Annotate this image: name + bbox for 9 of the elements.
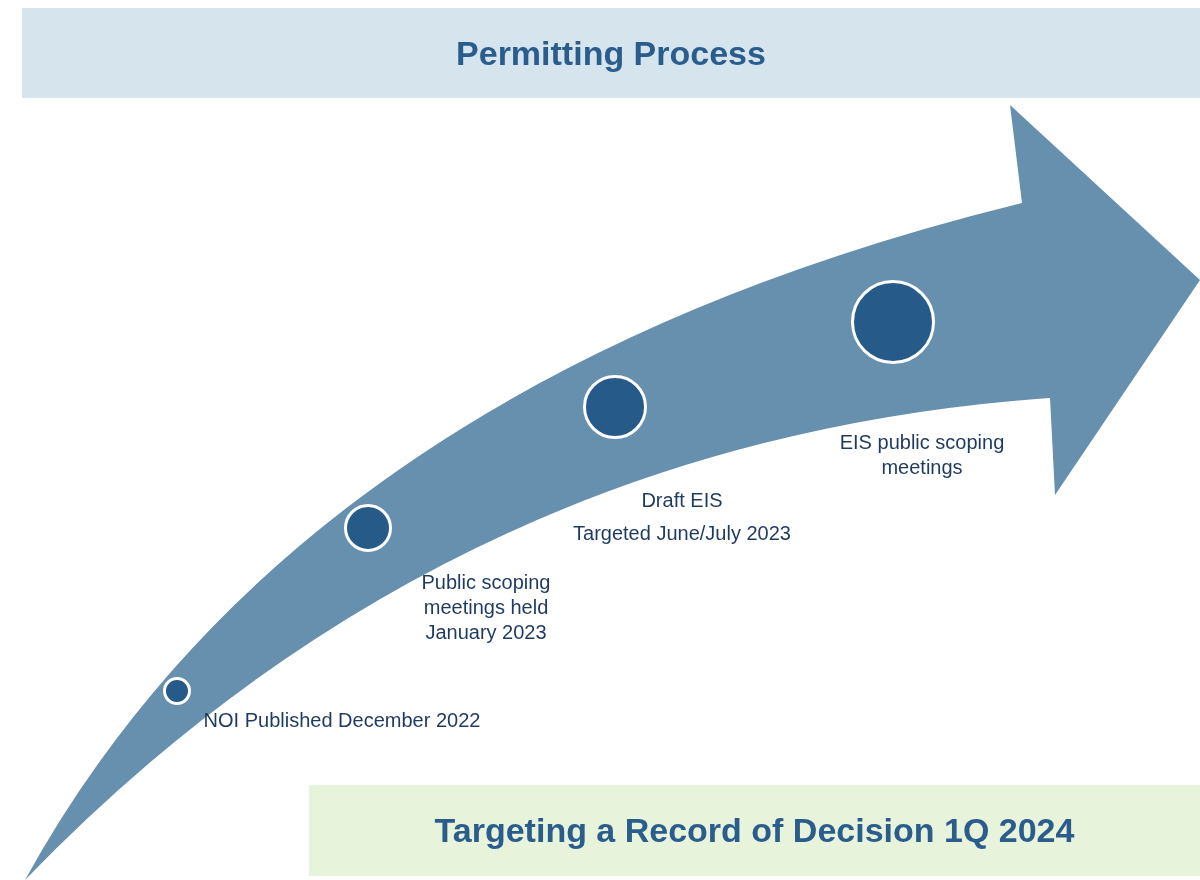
banner-text: Permitting Process	[456, 32, 766, 74]
milestone-label: Public scoping meetings held January 2023	[420, 570, 552, 645]
milestone-label: Draft EIS	[641, 488, 723, 513]
milestone-label: Targeted June/July 2023	[573, 521, 791, 546]
banner-text: Targeting a Record of Decision 1Q 2024	[434, 810, 1075, 851]
banner	[309, 785, 1200, 876]
banner	[22, 8, 1200, 98]
milestone-label: EIS public scoping meetings	[838, 430, 1006, 480]
milestone-label: NOI Published December 2022	[203, 708, 481, 733]
